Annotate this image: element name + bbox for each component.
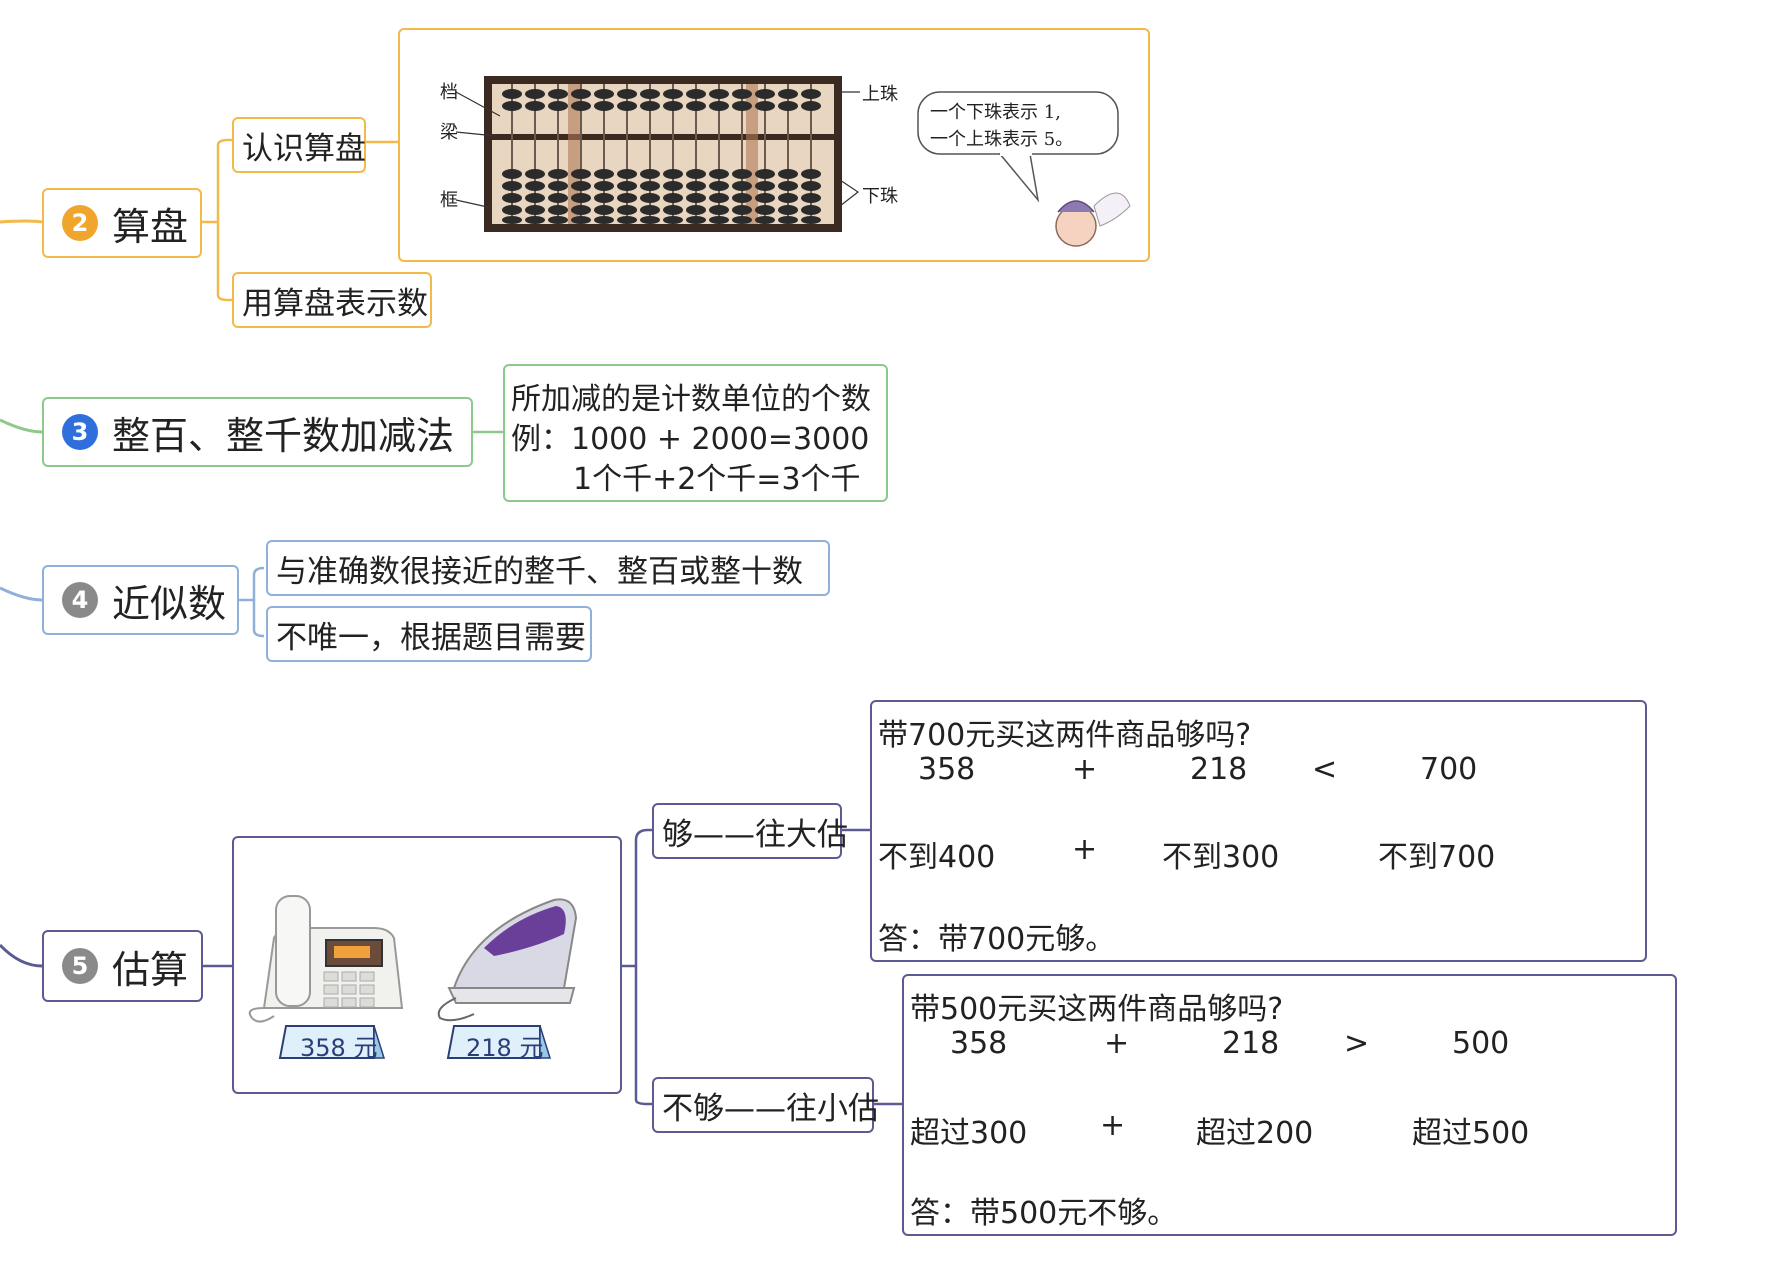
node-label: 够——往大估	[662, 816, 848, 853]
section-abacus[interactable]: 2 算盘	[42, 188, 202, 258]
node-label: 认识算盘	[242, 130, 366, 167]
case-estimate: 不到400	[878, 840, 996, 875]
number-badge: 5	[62, 948, 98, 984]
estimation-case-500: 带500元买这两件商品够吗? 358 + 218 > 500 超过300 + 超…	[902, 974, 1677, 1236]
note-line-3: 1个千+2个千=3个千	[573, 462, 861, 497]
case-value: 358	[918, 752, 976, 787]
case-value: 358	[950, 1026, 1008, 1061]
note-line-2: 例：1000 + 2000=3000	[511, 422, 870, 457]
iron-price-tag: 218 元	[466, 1034, 544, 1062]
number-badge: 3	[62, 414, 98, 450]
case-estimate: 不到700	[1378, 840, 1496, 875]
number-badge: 2	[62, 205, 98, 241]
section-title: 估算	[112, 947, 189, 992]
case-value: 500	[1452, 1026, 1510, 1061]
case-operator: +	[1072, 832, 1098, 867]
section-title: 整百、整千数加减法	[112, 413, 455, 458]
case-value: 218	[1222, 1026, 1280, 1061]
note-add-subtract: 所加减的是计数单位的个数 例：1000 + 2000=3000 1个千+2个千=…	[503, 364, 888, 502]
case-estimate: 超过500	[1412, 1116, 1530, 1151]
case-comparison: >	[1344, 1026, 1370, 1061]
phone-price-tag: 358 元	[300, 1034, 378, 1062]
label-lower-bead: 下珠	[862, 186, 898, 207]
section-estimation[interactable]: 5 估算	[42, 930, 203, 1002]
case-comparison: <	[1312, 752, 1338, 787]
section-title: 近似数	[112, 581, 227, 626]
section-approximate-number[interactable]: 4 近似数	[42, 565, 239, 635]
case-question: 带500元买这两件商品够吗?	[910, 992, 1284, 1027]
label-frame: 框	[440, 190, 458, 211]
note-line-1: 所加减的是计数单位的个数	[511, 382, 871, 417]
products-picture-panel: 358 元 218 元	[232, 836, 622, 1094]
case-value: 218	[1190, 752, 1248, 787]
case-estimate: 不到300	[1162, 840, 1280, 875]
label-rod: 档	[440, 82, 458, 103]
section-hundreds-thousands[interactable]: 3 整百、整千数加减法	[42, 397, 473, 467]
node-label: 不唯一，根据题目需要	[276, 619, 586, 656]
estimation-case-700: 带700元买这两件商品够吗? 358 + 218 < 700 不到400 + 不…	[870, 700, 1647, 962]
section-title: 算盘	[112, 204, 189, 249]
case-question: 带700元买这两件商品够吗?	[878, 718, 1252, 753]
case-operator: +	[1100, 1108, 1126, 1143]
case-operator: +	[1104, 1026, 1130, 1061]
case-estimate: 超过300	[910, 1116, 1028, 1151]
case-value: 700	[1420, 752, 1478, 787]
node-enough-overestimate[interactable]: 够——往大估	[652, 803, 848, 859]
abacus-illustration-panel: 档 梁 框 上珠 下珠 一个下珠表示 1, 一个上珠表示 5。	[398, 28, 1150, 262]
node-represent-number[interactable]: 用算盘表示数	[232, 272, 432, 328]
number-badge: 4	[62, 582, 98, 618]
node-recognize-abacus[interactable]: 认识算盘	[232, 117, 366, 173]
products-image	[248, 895, 578, 1059]
label-upper-bead: 上珠	[862, 84, 898, 105]
bubble-text-line1: 一个下珠表示 1,	[930, 102, 1061, 123]
bubble-text-line2: 一个上珠表示 5。	[930, 129, 1074, 150]
node-label: 不够——往小估	[662, 1090, 879, 1127]
label-beam: 梁	[440, 122, 458, 143]
case-estimate: 超过200	[1196, 1116, 1314, 1151]
node-approx-not-unique[interactable]: 不唯一，根据题目需要	[266, 606, 592, 662]
case-operator: +	[1072, 752, 1098, 787]
node-label: 与准确数很接近的整千、整百或整十数	[276, 553, 803, 590]
abacus-image	[455, 76, 1131, 247]
telephone-icon	[248, 895, 404, 1023]
node-not-enough-underestimate[interactable]: 不够——往小估	[652, 1077, 879, 1133]
iron-icon	[437, 898, 578, 1022]
node-approx-definition[interactable]: 与准确数很接近的整千、整百或整十数	[266, 540, 830, 596]
case-answer: 答：带700元够。	[878, 922, 1116, 957]
node-label: 用算盘表示数	[242, 285, 428, 322]
case-answer: 答：带500元不够。	[910, 1196, 1178, 1231]
